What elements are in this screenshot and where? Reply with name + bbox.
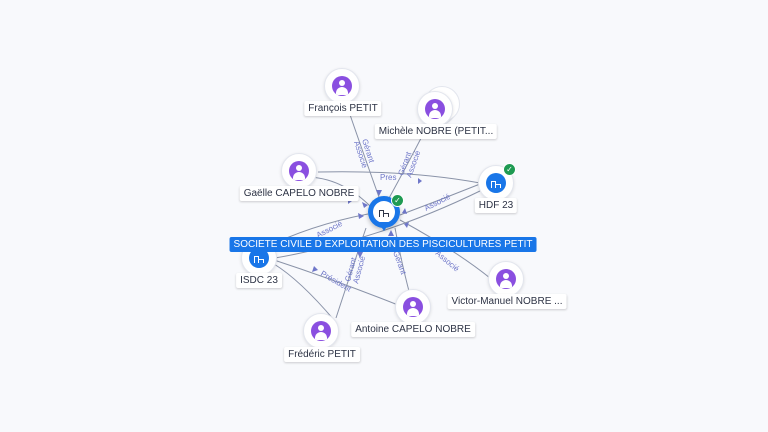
- node-gaelle-capelo-nobre[interactable]: [281, 153, 317, 189]
- relation-label: Associé: [423, 192, 453, 213]
- person-icon: [289, 161, 309, 181]
- node-label[interactable]: Gaëlle CAPELO NOBRE: [239, 186, 359, 201]
- node-frederic-petit[interactable]: [303, 313, 339, 349]
- arrowhead: [418, 178, 422, 184]
- node-antoine-capelo-nobre[interactable]: [395, 289, 431, 325]
- node-label[interactable]: Victor-Manuel NOBRE ...: [447, 294, 567, 309]
- arrowhead: [404, 222, 409, 228]
- person-icon: [425, 99, 445, 119]
- node-hdf-23[interactable]: ✓: [478, 163, 516, 201]
- center-company-node[interactable]: ✓: [368, 194, 404, 236]
- node-michele-nobre[interactable]: [417, 86, 460, 127]
- building-icon: [486, 173, 506, 193]
- node-label[interactable]: ISDC 23: [236, 273, 282, 288]
- node-label[interactable]: Antoine CAPELO NOBRE: [351, 322, 475, 337]
- relation-label: Pres: [380, 173, 396, 182]
- verified-check-icon: ✓: [503, 163, 516, 176]
- person-icon: [403, 297, 423, 317]
- relation-label: Associé: [434, 249, 462, 274]
- relation-label: Gérant: [391, 250, 408, 277]
- arrowhead: [362, 202, 368, 208]
- node-label[interactable]: Frédéric PETIT: [284, 347, 360, 362]
- edge-hdf: [399, 183, 481, 216]
- edge-antoine-isdc: [273, 259, 399, 306]
- edge-frederic-isdc: [273, 263, 335, 321]
- person-icon: [332, 76, 352, 96]
- person-icon: [311, 321, 331, 341]
- node-francois-petit[interactable]: [324, 68, 360, 104]
- center-company-label[interactable]: SOCIETE CIVILE D EXPLOITATION DES PISCIC…: [229, 237, 537, 252]
- person-icon: [496, 269, 516, 289]
- arrowhead: [358, 213, 364, 219]
- arrowhead: [402, 208, 407, 214]
- verified-check-icon: ✓: [391, 194, 404, 207]
- arrowhead: [376, 190, 382, 196]
- node-victor-manuel-nobre[interactable]: [488, 261, 524, 297]
- arrowhead: [312, 266, 318, 272]
- building-icon: [249, 248, 269, 268]
- node-label[interactable]: HDF 23: [474, 198, 518, 213]
- node-label[interactable]: Michèle NOBRE (PETIT...: [374, 124, 498, 139]
- node-label[interactable]: François PETIT: [304, 101, 382, 116]
- edge-gaelle-hdf: [317, 171, 481, 184]
- arrowhead: [357, 252, 363, 258]
- building-icon: [379, 208, 389, 217]
- arrowhead: [388, 230, 394, 236]
- edge-isdc-hdf: [274, 189, 483, 259]
